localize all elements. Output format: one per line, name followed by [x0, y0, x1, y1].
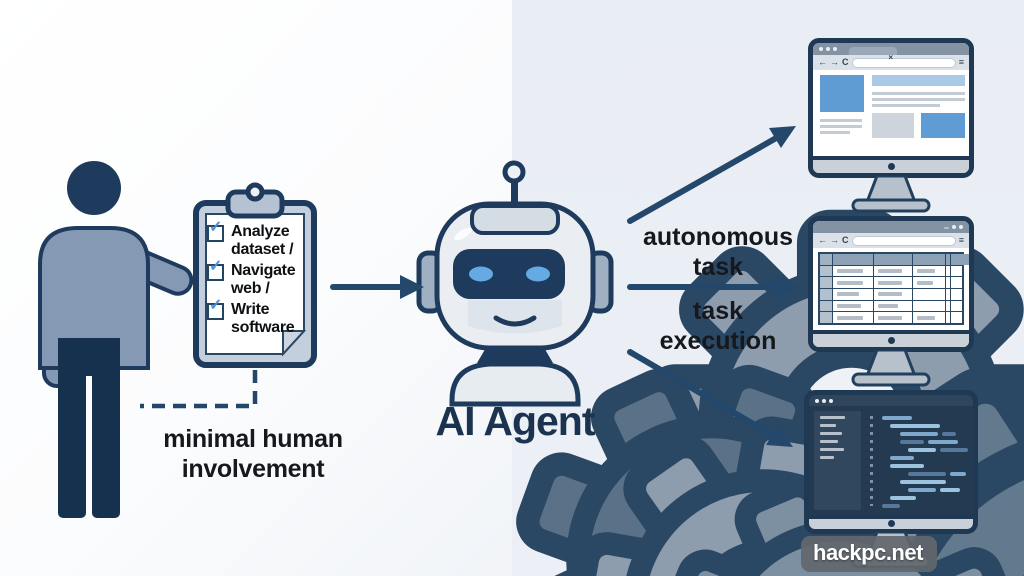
monitor-stand [851, 176, 931, 213]
back-icon: ← [818, 57, 827, 67]
table-row [820, 265, 962, 278]
window-controls: − [943, 223, 963, 233]
power-led [887, 163, 895, 170]
checklist-item-label: Analyze dataset / [231, 223, 294, 258]
browser-navbar: ← → C ≡ [813, 55, 969, 70]
spreadsheet-table [818, 252, 969, 325]
webpage-card-gray [872, 113, 914, 138]
check-icon: ✓ [209, 297, 223, 314]
webpage-image-block [820, 75, 864, 112]
monitor-stand [851, 350, 931, 387]
menu-icon: ≡ [958, 57, 964, 67]
check-icon: ✓ [209, 219, 223, 236]
ai-agent-title: AI Agent [435, 398, 595, 444]
browser-navbar: ← → C ≡ [813, 233, 969, 248]
checklist-item: ✓ Navigate web / [207, 259, 303, 298]
monitor-bezel [813, 330, 969, 347]
power-led [887, 520, 895, 528]
text-line [872, 98, 965, 101]
arrow-agent-to-browser [627, 134, 781, 224]
checkbox-icon: ✓ [207, 220, 224, 242]
table-row [820, 289, 962, 301]
browser-titlebar: × [813, 43, 969, 62]
menu-icon: ≡ [958, 235, 964, 245]
spreadsheet-content [813, 248, 969, 330]
text-line [820, 125, 862, 128]
monitor-bezel [809, 514, 973, 529]
checkbox-icon: ✓ [207, 259, 224, 281]
url-bar [851, 57, 956, 68]
task-execution-label: task execution [659, 297, 777, 355]
autonomous-task-label: autonomous task [643, 223, 793, 281]
ai-robot [416, 160, 614, 407]
window-controls [819, 47, 837, 51]
webpage-header-block [872, 75, 965, 86]
table-header-row [820, 254, 969, 266]
flow-arrows [330, 126, 800, 447]
monitor-spreadsheet: − ← → C ≡ [808, 216, 974, 388]
clipboard [193, 182, 317, 368]
code-pane [866, 411, 968, 510]
browser-tab: × [849, 47, 897, 62]
checklist-item: ✓ Write software [207, 298, 303, 337]
watermark: hackpc.net [801, 536, 937, 572]
text-line [872, 92, 965, 95]
window-titlebar: − [813, 221, 969, 233]
url-bar [851, 235, 956, 246]
reload-icon: C [842, 57, 849, 67]
checklist-item-label: Navigate web / [231, 262, 296, 297]
checklist-item-label: Write software [231, 301, 295, 336]
reload-icon: C [842, 235, 849, 245]
minimal-human-involvement-label: minimal human involvement [163, 425, 343, 483]
line-number-gutter [870, 415, 873, 506]
text-line [820, 131, 850, 134]
check-icon: ✓ [209, 258, 223, 275]
text-line [872, 104, 940, 107]
table-row [820, 312, 962, 324]
editor-titlebar [809, 395, 973, 406]
checklist-item: ✓ Analyze dataset / [207, 220, 303, 259]
webpage-content [813, 70, 969, 156]
monitor-bezel [813, 156, 969, 173]
human-figure [38, 161, 194, 518]
power-led [887, 337, 895, 344]
window-controls [815, 399, 833, 403]
dashed-connector [140, 370, 258, 409]
forward-icon: → [830, 57, 839, 67]
arrow-agent-to-code [627, 349, 777, 439]
checkbox-icon: ✓ [207, 298, 224, 320]
file-sidebar [814, 410, 861, 510]
table-row [820, 277, 962, 290]
text-line [820, 119, 862, 122]
table-row [820, 300, 962, 313]
task-checklist: ✓ Analyze dataset / ✓ Navigate web / ✓ W… [207, 220, 303, 340]
monitor-browser: × ← → C ≡ [808, 38, 974, 214]
forward-icon: → [830, 235, 839, 245]
back-icon: ← [818, 235, 827, 245]
code-editor-content [809, 405, 973, 515]
tab-close-icon: × [888, 53, 893, 62]
minimize-icon: − [943, 223, 949, 233]
webpage-card-blue [921, 113, 965, 138]
